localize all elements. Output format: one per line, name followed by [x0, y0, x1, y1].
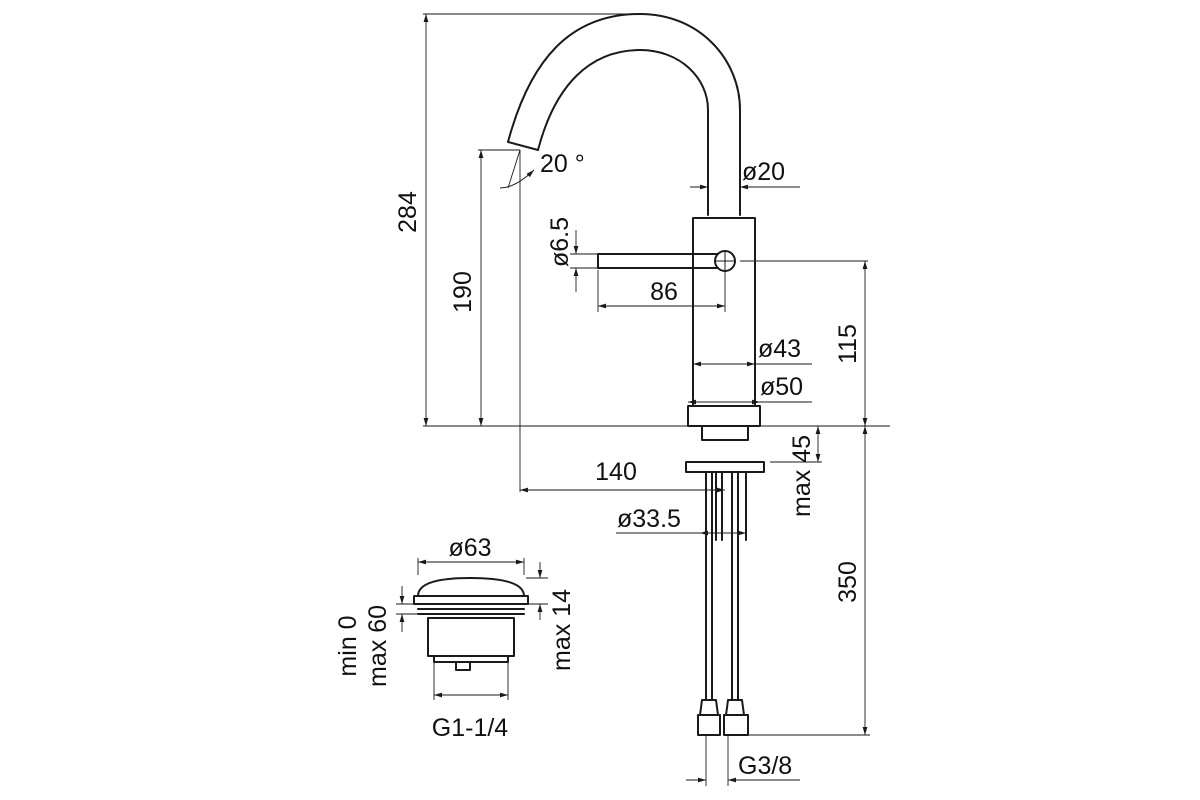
dim-d63-label: ø63: [448, 534, 491, 562]
dim-min0-label: min 0: [334, 615, 362, 676]
dim-115-label: 115: [834, 324, 862, 364]
base-plate: [687, 405, 761, 427]
waste-cap: [417, 577, 525, 597]
spout-inner-curve: [537, 49, 709, 216]
dim-g38-label: G3/8: [738, 752, 792, 780]
dim-max60-label: max 60: [364, 605, 392, 687]
threaded-shank: [701, 425, 749, 441]
spout-tip: [507, 141, 539, 151]
dim-284-label: 284: [394, 191, 422, 233]
dim-86-label: 86: [650, 278, 678, 306]
spout-outer-curve: [507, 13, 741, 216]
hose-nut-right: [723, 699, 749, 736]
dim-d65-label: ø6.5: [546, 217, 574, 267]
waste-plug-stem: [455, 661, 471, 671]
dim-350-label: 350: [834, 561, 862, 603]
faucet-outline: [507, 13, 765, 736]
faucet-body: [692, 217, 756, 407]
dimensions: 284 190 20 ° ø20 ø6.5 86 ø43 ø50 11: [394, 14, 870, 786]
angle-label: 20 °: [540, 150, 585, 178]
dim-140-label: 140: [595, 458, 637, 486]
dim-max14-label: max 14: [548, 589, 576, 671]
dim-d43-label: ø43: [758, 335, 801, 363]
dim-g114-label: G1-1/4: [432, 714, 509, 742]
waste-body: [427, 617, 515, 657]
dim-d20-label: ø20: [742, 158, 785, 186]
dim-max45-label: max 45: [788, 435, 816, 517]
waste-outline: ø63 min 0 max 60 max 14 G1-1/4: [334, 534, 576, 742]
angle-leg: [507, 149, 521, 189]
dim-d335-label: ø33.5: [617, 505, 681, 533]
dim-d50-label: ø50: [760, 373, 803, 401]
reference-lines: [423, 13, 890, 492]
fixing-washer: [685, 461, 765, 473]
waste-tail: [433, 655, 509, 663]
hose-nut-left: [697, 699, 721, 736]
waste-flange: [413, 595, 529, 605]
dim-190-label: 190: [449, 271, 477, 313]
angle-arc: [499, 169, 535, 189]
